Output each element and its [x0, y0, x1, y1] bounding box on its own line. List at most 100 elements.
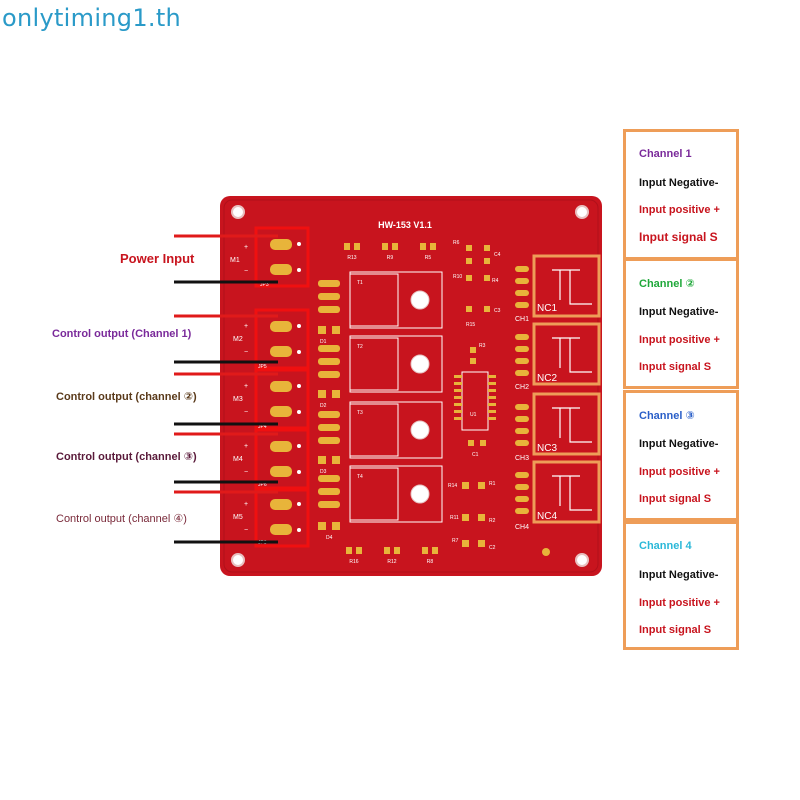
resistor-pad	[344, 243, 350, 250]
channel-title: Channel ②	[639, 278, 695, 290]
minus-sign: −	[244, 409, 248, 416]
input-negative-label: Input Negative-	[639, 306, 719, 318]
diode-pad	[318, 522, 326, 530]
part-label: R1	[489, 481, 496, 487]
input-negative-label: Input Negative-	[639, 177, 719, 189]
connector-code: JP5	[258, 364, 267, 370]
input-positive-label: Input positive +	[639, 334, 720, 346]
minus-sign: −	[244, 349, 248, 356]
part-label: R7	[452, 538, 459, 544]
nc-footprint-1: NC1	[532, 254, 601, 318]
minus-sign: −	[244, 469, 248, 476]
part-label: R10	[453, 274, 462, 280]
channel-title: Channel 1	[639, 148, 692, 160]
resistor-pad	[392, 243, 398, 250]
control-output-ch2-label: Control output (channel ②)	[56, 391, 197, 403]
mosfet-t2: T2	[349, 335, 443, 393]
nc-label: NC2	[537, 373, 557, 384]
top-resistors: R13 R9 R5	[344, 243, 436, 261]
nc-label: NC3	[537, 443, 557, 454]
diode-pad	[318, 390, 326, 398]
channel-3-box: Channel ③ Input Negative- Input positive…	[623, 390, 739, 521]
resistor-label: R5	[425, 255, 432, 261]
mosfet-t1: T1	[349, 271, 443, 329]
resistor-pad	[394, 547, 400, 554]
channel-1-box: Channel 1 Input Negative- Input positive…	[623, 129, 739, 260]
resistor-pad	[384, 547, 390, 554]
resistor-pad	[346, 547, 352, 554]
channel-pin-headers: CH1 CH2 CH3 CH4	[515, 266, 529, 531]
resistor-pad	[354, 243, 360, 250]
part-label: C3	[494, 308, 501, 314]
resistor-label: R13	[347, 255, 356, 261]
diode-pad	[332, 390, 340, 398]
control-output-ch1-label: Control output (Channel 1)	[52, 328, 192, 340]
mounting-holes	[231, 205, 589, 567]
part-label: C4	[494, 252, 501, 258]
left-connectors: M1 + − JP3 M2 + − JP5 M3 + − JP4 M4	[230, 226, 310, 548]
channel-title: Channel ③	[639, 410, 695, 422]
mounting-hole	[231, 553, 245, 567]
mosfet-pads	[318, 280, 340, 508]
minus-sign: −	[244, 527, 248, 534]
channel-pin-label: CH4	[515, 524, 529, 531]
mosfet-label: T1	[357, 280, 363, 286]
wires	[174, 234, 278, 544]
part-label: R3	[479, 343, 486, 349]
part-label: C1	[472, 452, 479, 458]
connector-m3: M3 + − JP4	[233, 368, 310, 430]
diode-pad	[318, 456, 326, 464]
diode-pad	[332, 522, 340, 530]
board-title: HW-153 V1.1	[378, 220, 432, 230]
channel-pin-label: CH1	[515, 316, 529, 323]
resistor-label: R12	[387, 559, 396, 565]
nc-footprints: NC1 NC2 NC3 NC4	[532, 254, 601, 524]
small-parts: R6 C4 R10 R4 R15 C3 R3 R2 C2 R14 R1 R11 …	[448, 240, 501, 551]
connector-label: M5	[233, 514, 243, 521]
diodes: D1 D2 D3 D4	[318, 326, 340, 541]
mosfets: T1 T2 T3 T4	[349, 271, 443, 523]
part-label: R15	[466, 322, 475, 328]
connector-label: M2	[233, 336, 243, 343]
nc-footprint-4: NC4	[532, 460, 601, 524]
input-signal-label: Input signal S	[639, 361, 712, 373]
watermark-text: onlytiming1.th	[2, 4, 182, 32]
channel-pin-label: CH3	[515, 455, 529, 462]
resistor-pad	[382, 243, 388, 250]
pcb-board	[220, 196, 602, 576]
input-positive-label: Input positive +	[639, 204, 720, 216]
resistor-label: R8	[427, 559, 434, 565]
mounting-hole	[575, 205, 589, 219]
connector-code: JP6	[258, 482, 267, 488]
diode-label: D1	[320, 339, 327, 345]
mosfet-label: T4	[357, 474, 363, 480]
input-negative-label: Input Negative-	[639, 438, 719, 450]
connector-m4: M4 + − JP6	[233, 428, 310, 490]
part-label: R6	[453, 240, 460, 246]
nc-footprint-3: NC3	[532, 392, 601, 456]
control-output-ch4-label: Control output (channel ④)	[56, 513, 187, 525]
nc-footprint-2: NC2	[532, 322, 601, 386]
connector-m5: M5 + − JP8	[233, 488, 310, 548]
mosfet-label: T3	[357, 410, 363, 416]
minus-sign: −	[244, 268, 248, 275]
input-signal-label: Input signal S	[639, 230, 718, 244]
resistor-label: R16	[349, 559, 358, 565]
connector-code: JP4	[258, 424, 267, 430]
resistor-label: R9	[387, 255, 394, 261]
resistor-pad	[356, 547, 362, 554]
resistor-pad	[432, 547, 438, 554]
control-output-ch3-label: Control output (channel ③)	[56, 451, 197, 463]
input-positive-label: Input positive +	[639, 597, 720, 609]
nc-label: NC4	[537, 511, 557, 522]
channel-pin-label: CH2	[515, 384, 529, 391]
connector-label: M3	[233, 396, 243, 403]
part-label: R11	[450, 515, 459, 521]
mosfet-t3: T3	[349, 401, 443, 459]
mosfet-label: T2	[357, 344, 363, 350]
ic-label: U1	[470, 412, 477, 418]
diode-label: D2	[320, 403, 327, 409]
diode-pad	[332, 326, 340, 334]
channel-4-box: Channel 4 Input Negative- Input positive…	[623, 521, 739, 650]
